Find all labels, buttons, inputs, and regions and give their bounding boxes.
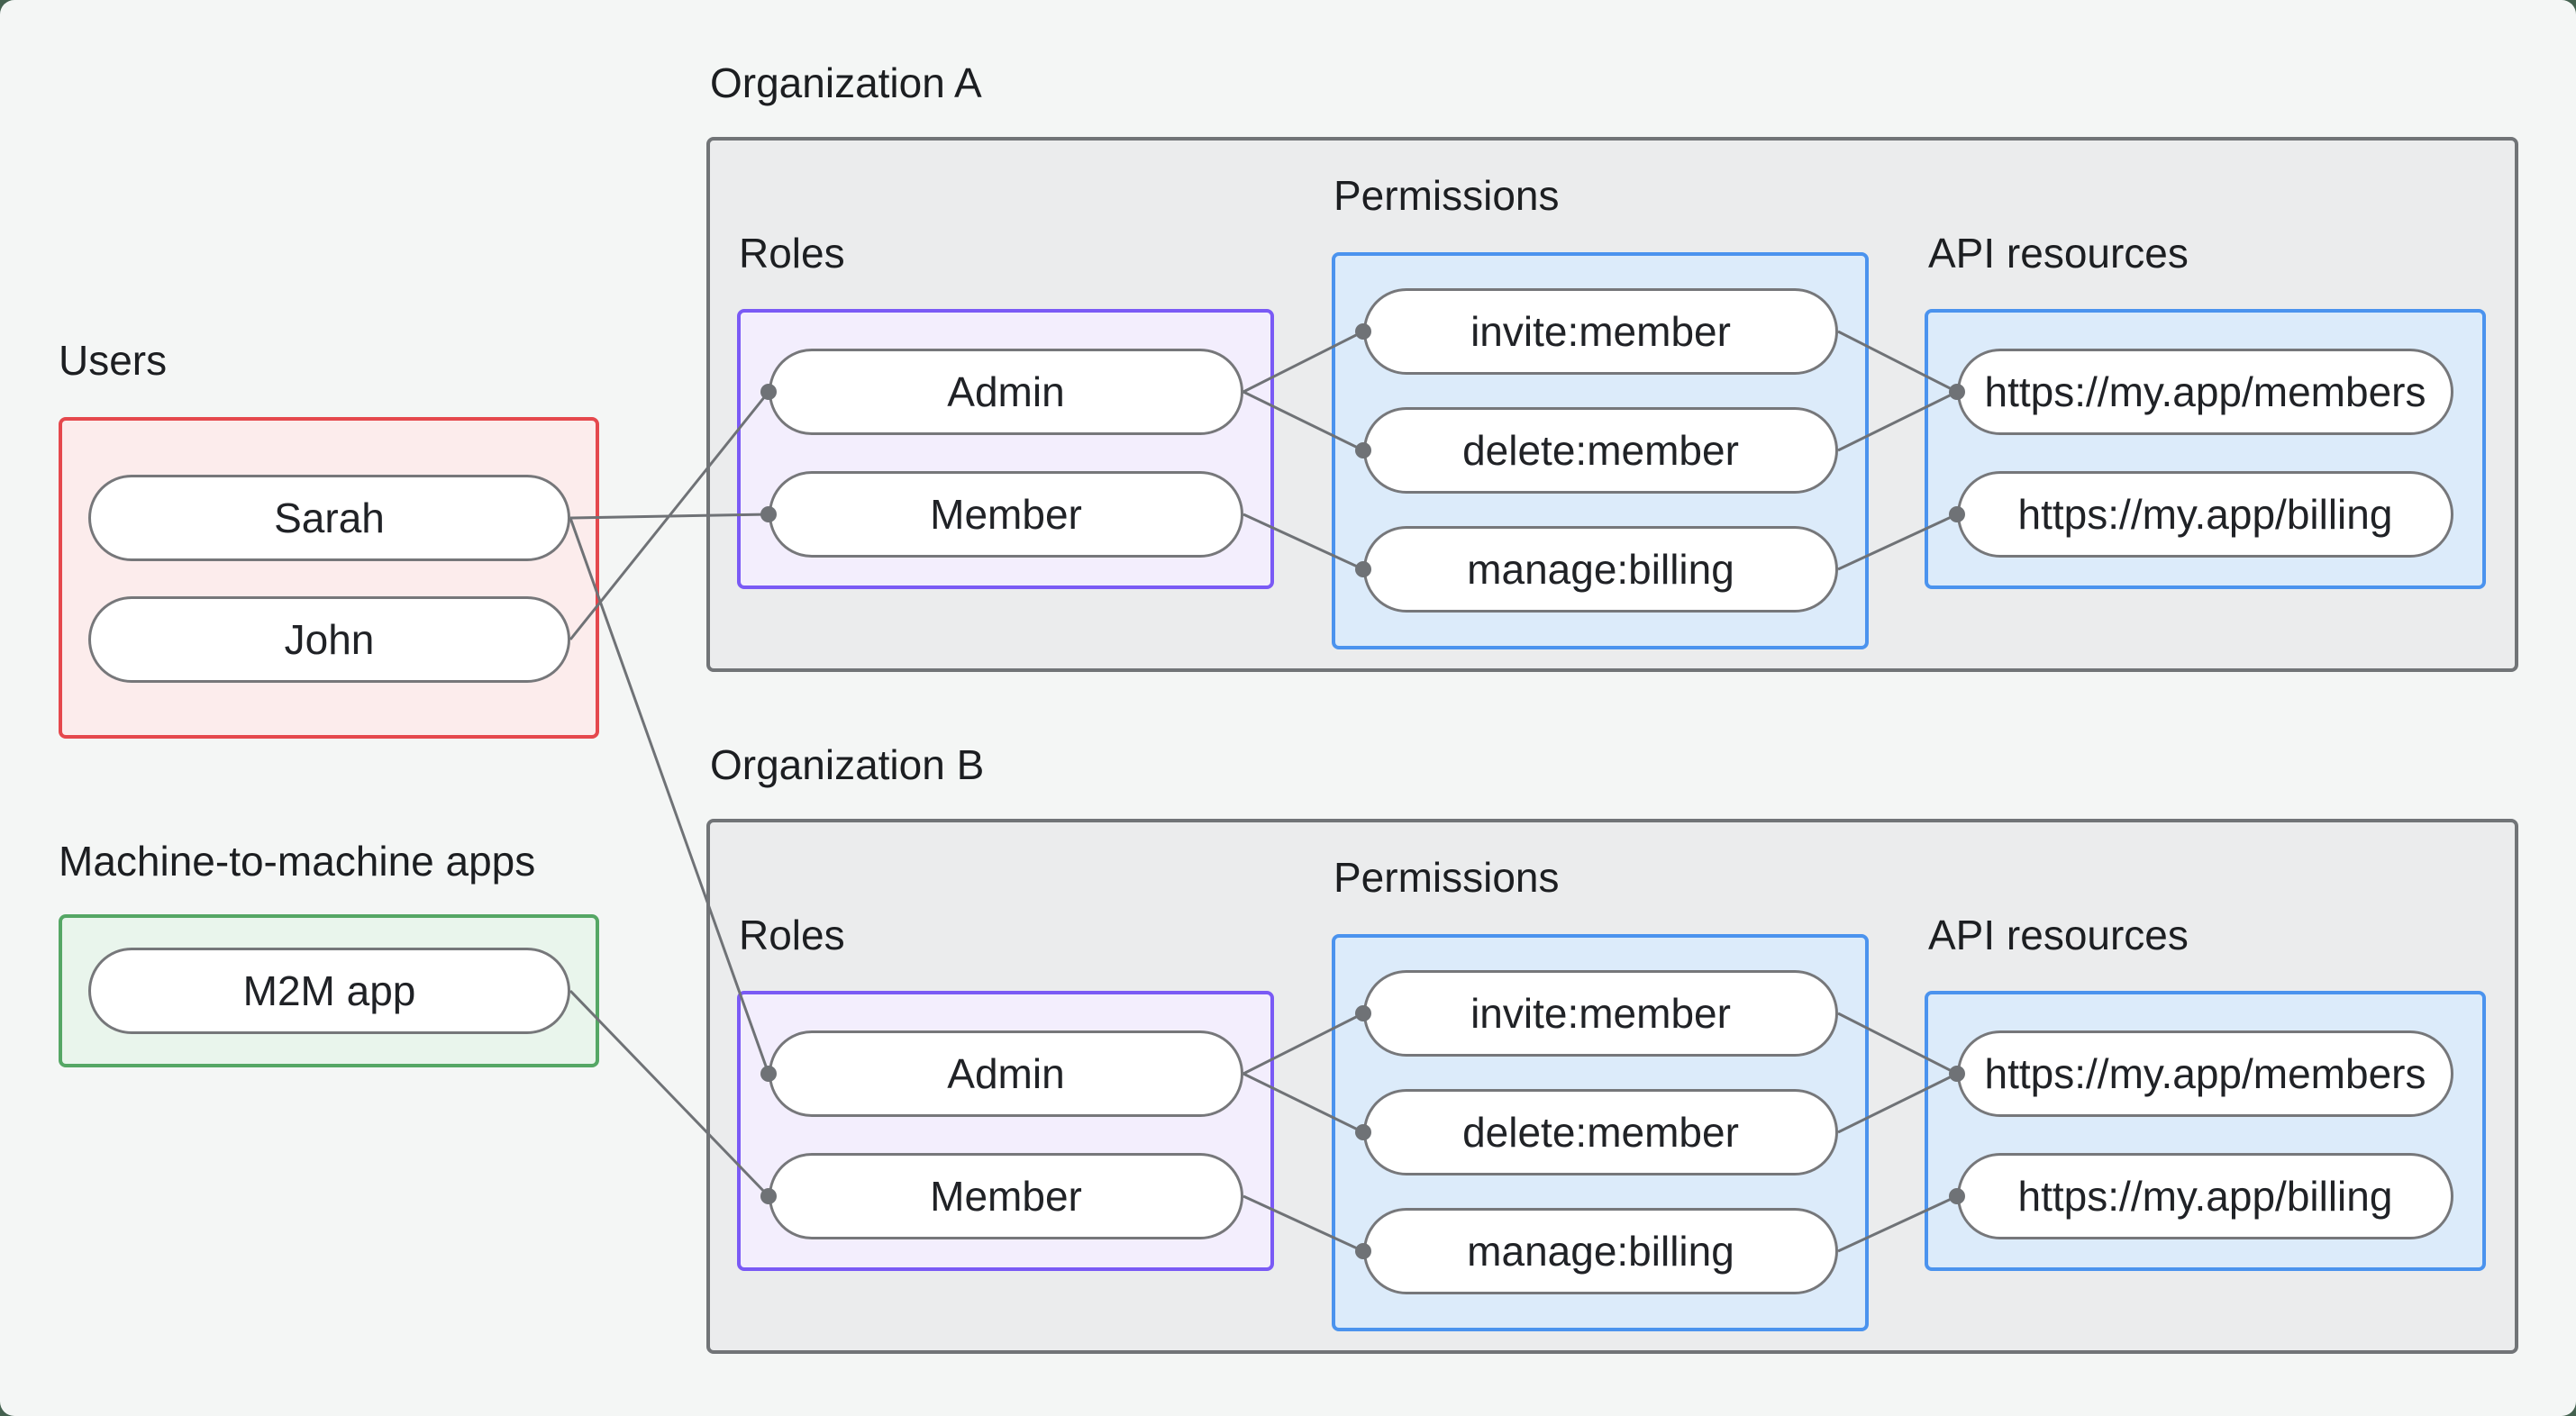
organization-a-title: Organization A: [710, 59, 982, 106]
org-a-roles-label: Roles: [739, 230, 845, 277]
org-a-api-billing: https://my.app/billing: [1957, 471, 2453, 558]
org-b-roles-label: Roles: [739, 912, 845, 958]
m2m-app-node: M2M app: [88, 948, 570, 1034]
org-b-permission-invite-member: invite:member: [1363, 970, 1838, 1057]
org-a-api-resources-label: API resources: [1928, 230, 2189, 277]
org-a-api-members: https://my.app/members: [1957, 349, 2453, 435]
m2m-group-label: Machine-to-machine apps: [59, 838, 536, 885]
org-a-permission-delete-member: delete:member: [1363, 407, 1838, 494]
user-node-john: John: [88, 596, 570, 683]
org-a-role-member: Member: [769, 471, 1243, 558]
user-node-sarah: Sarah: [88, 475, 570, 561]
org-a-permission-invite-member: invite:member: [1363, 288, 1838, 375]
org-b-permissions-label: Permissions: [1334, 854, 1560, 901]
org-b-role-member: Member: [769, 1153, 1243, 1239]
org-b-api-billing: https://my.app/billing: [1957, 1153, 2453, 1239]
org-a-role-admin: Admin: [769, 349, 1243, 435]
org-b-api-members: https://my.app/members: [1957, 1030, 2453, 1117]
org-b-permission-manage-billing: manage:billing: [1363, 1208, 1838, 1294]
org-b-role-admin: Admin: [769, 1030, 1243, 1117]
org-a-permissions-label: Permissions: [1334, 172, 1560, 219]
org-b-api-resources-label: API resources: [1928, 912, 2189, 958]
org-b-permission-delete-member: delete:member: [1363, 1089, 1838, 1175]
organization-b-title: Organization B: [710, 741, 985, 788]
users-group-box: [59, 417, 599, 739]
org-a-permission-manage-billing: manage:billing: [1363, 526, 1838, 613]
users-group-label: Users: [59, 337, 168, 384]
